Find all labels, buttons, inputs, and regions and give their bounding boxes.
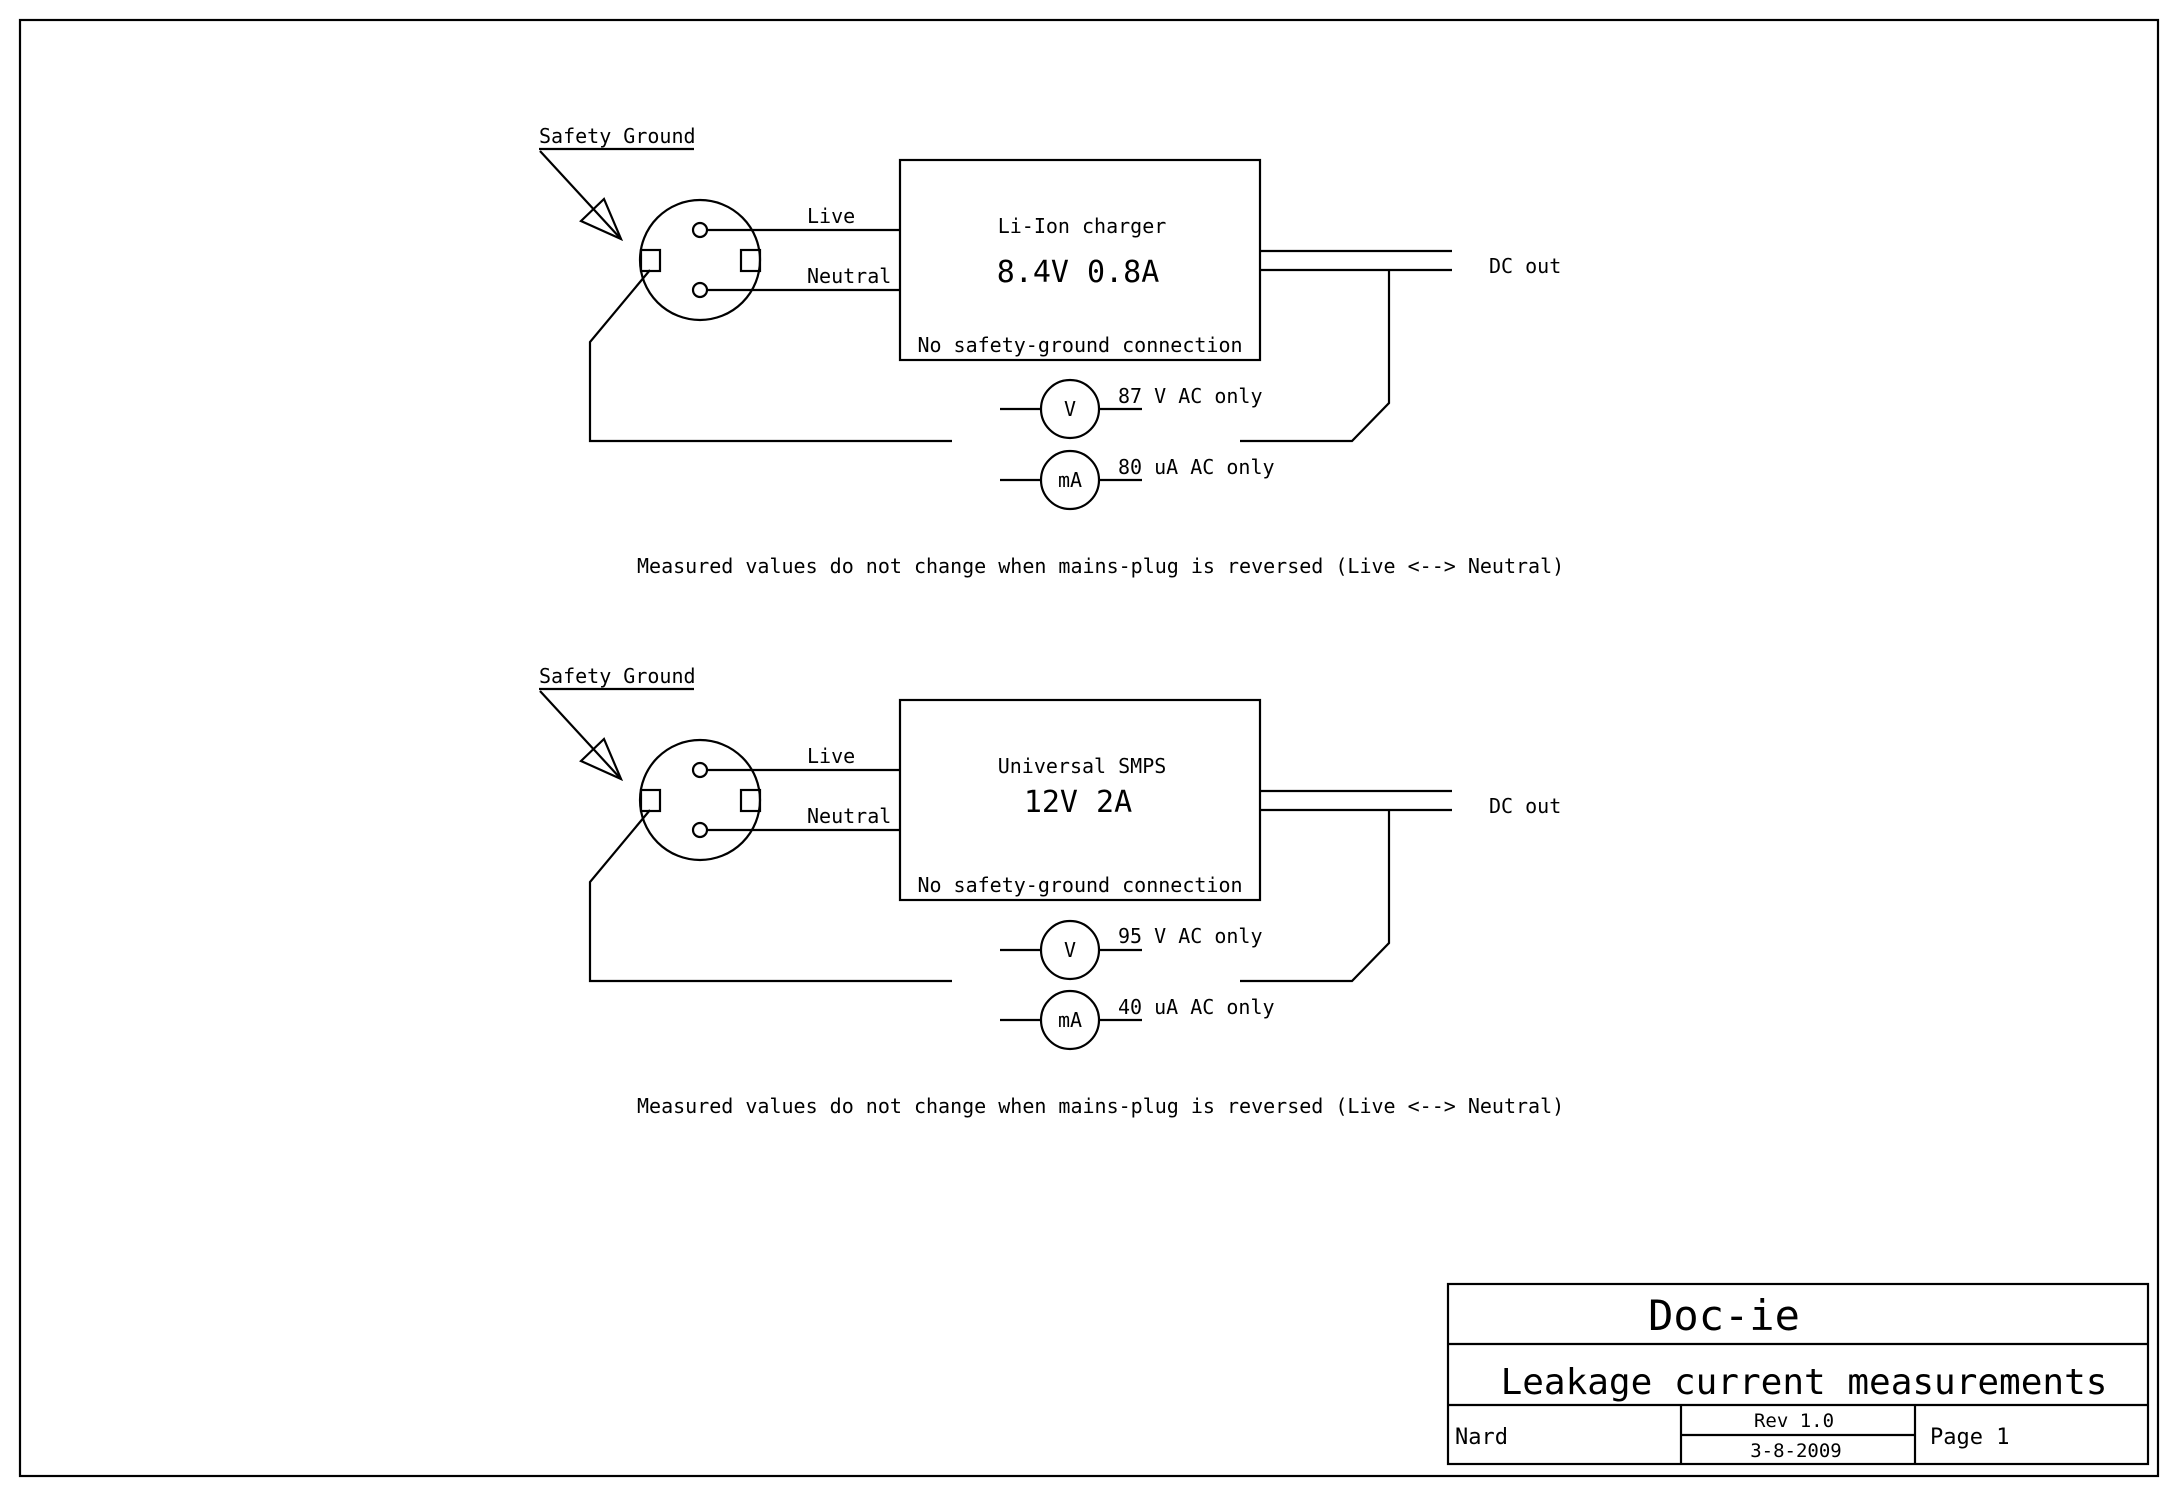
drawing-date: 3-8-2009 [1750, 1440, 1842, 1462]
dc-out-label: DC out [1489, 794, 1561, 818]
circuit-1: Safety Ground Live Neutral Li-Ion charge… [539, 124, 1564, 578]
ammeter-symbol: mA [1058, 1008, 1082, 1032]
ground-contact-right [739, 248, 762, 273]
device-note: No safety-ground connection [917, 873, 1242, 897]
device-rating: 12V 2A [1024, 785, 1132, 820]
ammeter-symbol: mA [1058, 468, 1082, 492]
safety-ground-arrow-head [579, 737, 624, 782]
ground-contact-left [639, 248, 662, 273]
device-box [898, 698, 1262, 902]
revision: Rev 1.0 [1754, 1410, 1834, 1432]
circuit-2: Safety Ground Live Neutral Universal SMP… [539, 664, 1564, 1118]
voltmeter-symbol: V [1064, 938, 1076, 962]
sheet-border [18, 18, 2160, 1478]
safety-ground-arrow-head [579, 197, 624, 242]
dc-return-wire [1240, 270, 1391, 443]
device-name: Li-Ion charger [998, 214, 1167, 238]
device-note: No safety-ground connection [917, 333, 1242, 357]
safety-ground-label: Safety Ground [539, 664, 696, 688]
measurement-note: Measured values do not change when mains… [637, 554, 1564, 578]
safety-ground-label: Safety Ground [539, 124, 696, 148]
title-block: Doc-ie Leakage current measurements Nard… [1446, 1282, 2150, 1466]
ground-contact-left [639, 788, 662, 813]
live-pin [691, 221, 709, 239]
title-block-frame [1446, 1282, 2150, 1466]
ground-contact-right [739, 788, 762, 813]
safety-ground-arrow-shaft [539, 690, 622, 780]
drawing-title: Leakage current measurements [1501, 1362, 2108, 1403]
company-name: Doc-ie [1648, 1291, 1800, 1340]
safety-ground-arrow-shaft [539, 150, 622, 240]
device-rating: 8.4V 0.8A [997, 255, 1160, 290]
dc-out-label: DC out [1489, 254, 1561, 278]
page-number: Page 1 [1930, 1425, 2009, 1450]
live-label: Live [807, 204, 855, 228]
voltmeter-symbol: V [1064, 397, 1076, 421]
ground-return-wire [588, 809, 952, 983]
dc-return-wire [1240, 810, 1391, 983]
neutral-label: Neutral [807, 804, 891, 828]
neutral-pin [691, 821, 709, 839]
live-pin [691, 761, 709, 779]
device-name: Universal SMPS [998, 754, 1167, 778]
ammeter-reading: 80 uA AC only [1118, 455, 1275, 479]
neutral-label: Neutral [807, 264, 891, 288]
author-name: Nard [1455, 1425, 1508, 1450]
ammeter-reading: 40 uA AC only [1118, 995, 1275, 1019]
live-label: Live [807, 744, 855, 768]
neutral-pin [691, 281, 709, 299]
voltmeter-reading: 87 V AC only [1118, 384, 1263, 408]
voltmeter-reading: 95 V AC only [1118, 924, 1263, 948]
device-box [898, 158, 1262, 362]
measurement-note: Measured values do not change when mains… [637, 1094, 1564, 1118]
ground-return-wire [588, 269, 952, 443]
